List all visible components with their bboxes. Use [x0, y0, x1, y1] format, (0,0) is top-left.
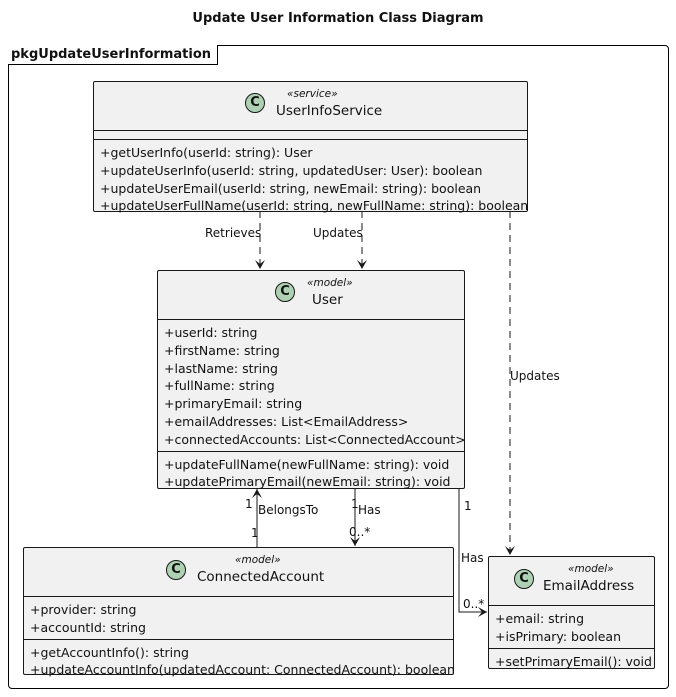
attribute-item: +connectedAccounts: List<ConnectedAccoun… [164, 431, 466, 447]
methods-section: +setPrimaryEmail(): void [489, 647, 654, 673]
has-accounts-multiplicity-account: 0..* [349, 525, 371, 539]
updates-user-label: Updates [313, 226, 363, 240]
attributes-section: +provider: string +accountId: string [24, 597, 453, 639]
class-user[interactable]: C «model» User +userId: string +firstNam… [157, 270, 466, 489]
attribute-item: +provider: string [30, 602, 137, 617]
attribute-item: +email: string [495, 611, 585, 626]
package-name: pkgUpdateUserInformation [8, 45, 219, 65]
methods-section: +getAccountInfo(): string +updateAccount… [24, 638, 455, 682]
attribute-item: +userId: string [164, 325, 258, 340]
attributes-section-empty [94, 131, 527, 140]
belongs-to-label: BelongsTo [258, 503, 319, 517]
attribute-item: +firstName: string [164, 342, 280, 358]
class-stereotype: «model» [307, 277, 353, 289]
has-emails-association-line [458, 488, 487, 617]
attribute-item: +accountId: string [30, 619, 146, 635]
attribute-item: +primaryEmail: string [164, 396, 303, 412]
attribute-item: +lastName: string [164, 360, 278, 376]
method-item: +getUserInfo(userId: string): User [100, 145, 313, 160]
attribute-item: +fullName: string [164, 378, 275, 394]
has-emails-multiplicity-email: 0..* [463, 597, 485, 611]
class-stereotype: «model» [568, 563, 614, 575]
retrieves-label: Retrieves [205, 226, 262, 240]
method-item: +updateAccountInfo(updatedAccount: Conne… [30, 662, 455, 678]
belongs-to-multiplicity-account: 1 [251, 526, 259, 540]
diagram-title: Update User Information Class Diagram [192, 11, 484, 26]
method-item: +setPrimaryEmail(): void [495, 653, 652, 669]
attributes-section: +email: string +isPrimary: boolean [489, 606, 654, 648]
method-item: +updateUserFullName(userId: string, newF… [100, 198, 529, 214]
class-stereotype: «model» [235, 554, 281, 566]
class-email-address[interactable]: C «model» EmailAddress +email: string +i… [488, 556, 655, 669]
has-accounts-label: Has [358, 503, 381, 517]
has-emails-multiplicity-user: 1 [464, 499, 472, 513]
class-name: EmailAddress [543, 578, 635, 594]
method-item: +updateUserEmail(userId: string, newEmai… [100, 180, 482, 196]
method-item: +updateUserInfo(userId: string, updatedU… [100, 162, 483, 178]
attribute-item: +isPrimary: boolean [495, 628, 622, 644]
methods-section: +updateFullName(newFullName: string): vo… [158, 450, 464, 494]
class-name: User [312, 292, 343, 308]
class-user-info-service[interactable]: C «service» UserInfoService +getUserInfo… [93, 81, 528, 213]
package-frame [8, 45, 669, 689]
method-item: +updateFullName(newFullName: string): vo… [164, 456, 450, 472]
class-name: ConnectedAccount [197, 569, 325, 585]
belongs-to-multiplicity-user: 1 [245, 497, 253, 511]
updates-email-label: Updates [510, 369, 560, 383]
has-emails-label: Has [461, 551, 484, 565]
class-icon: C [275, 282, 295, 302]
methods-section: +getUserInfo(userId: string): User +upda… [94, 140, 529, 217]
class-icon: C [245, 93, 265, 113]
class-connected-account[interactable]: C «model» ConnectedAccount +provider: st… [23, 547, 455, 677]
class-stereotype: «service» [287, 88, 338, 100]
has-accounts-multiplicity-user: 1 [351, 497, 359, 511]
method-item: +updatePrimaryEmail(newEmail: string): v… [164, 474, 451, 490]
attributes-section: +userId: string +firstName: string +last… [158, 320, 466, 451]
class-name: UserInfoService [276, 103, 383, 119]
attribute-item: +emailAddresses: List<EmailAddress> [164, 413, 409, 429]
class-icon: C [166, 560, 186, 580]
method-item: +getAccountInfo(): string [30, 644, 189, 660]
class-icon: C [514, 569, 534, 589]
